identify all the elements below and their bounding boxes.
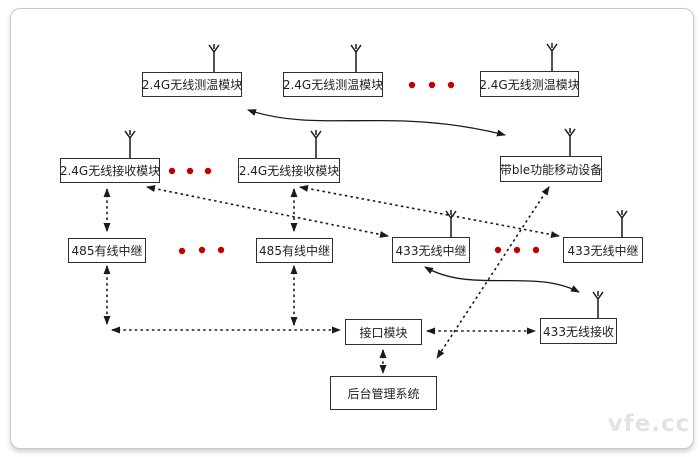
node-433-relay-2: 433无线中继 xyxy=(563,237,643,263)
antenna-icon-temp2 xyxy=(350,44,362,72)
node-recv-module-1: 2.4G无线接收模块 xyxy=(60,158,160,183)
node-433-receiver: 433无线接收 xyxy=(540,318,617,344)
link-relay433-1-recv433-curve xyxy=(424,266,580,293)
node-wired485-relay-1: 485有线中继 xyxy=(68,238,146,263)
antenna-icon-recv2 xyxy=(310,130,322,158)
antenna-icon-temp3 xyxy=(546,43,558,71)
node-temp-module-2: 2.4G无线测温模块 xyxy=(283,72,383,97)
ellipsis-dots-433-row xyxy=(494,246,540,254)
node-recv-module-2: 2.4G无线接收模块 xyxy=(238,158,340,183)
antenna-icon-temp1 xyxy=(208,44,220,72)
ellipsis-dots-recv-row xyxy=(168,167,212,175)
antenna-icon-recv433 xyxy=(592,291,604,318)
link-recv1-relay433-1 xyxy=(146,185,389,238)
node-wired485-relay-2: 485有线中继 xyxy=(256,238,333,263)
antenna-icon-recv1 xyxy=(124,130,136,158)
ellipsis-dots-485-row xyxy=(178,246,225,255)
link-ble-backend xyxy=(436,186,550,359)
node-433-relay-1: 433无线中继 xyxy=(392,237,470,263)
node-backend-system: 后台管理系统 xyxy=(330,376,437,410)
node-temp-module-3: 2.4G无线测温模块 xyxy=(479,71,580,97)
ellipsis-dots-temp-row xyxy=(408,81,455,89)
watermark: vfe.cc xyxy=(607,411,691,437)
node-ble-device: 带ble功能移动设备 xyxy=(500,156,602,182)
antenna-icon-ble xyxy=(564,128,576,156)
link-recv2-relay433-2 xyxy=(299,185,560,238)
antenna-icon-relay433-1 xyxy=(445,210,457,237)
node-temp-module-1: 2.4G无线测温模块 xyxy=(142,72,242,97)
link-temp1-ble-curve xyxy=(247,109,506,137)
antenna-icon-relay433-2 xyxy=(616,210,628,237)
node-interface-module: 接口模块 xyxy=(345,319,422,345)
